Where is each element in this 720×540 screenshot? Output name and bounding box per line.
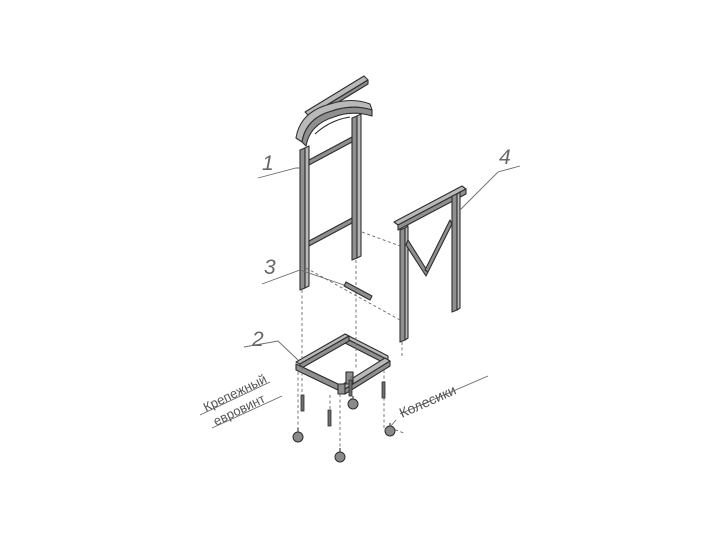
- right-post: [351, 115, 358, 261]
- euro-screws: [300, 379, 386, 427]
- wheel: [334, 448, 346, 463]
- wheel: [292, 428, 304, 443]
- lower-crossbar: [308, 217, 353, 247]
- rear-right-post: [451, 193, 458, 313]
- leader-wheels: [399, 375, 489, 415]
- leader-1: [257, 167, 300, 179]
- part-3-connecting-bar: [343, 281, 373, 301]
- euro-screw: [348, 379, 353, 397]
- leader-4: [459, 165, 521, 211]
- callout-4: 4: [499, 146, 511, 169]
- euro-screw: [300, 394, 305, 412]
- rear-left-post: [399, 227, 406, 343]
- leader-screw-1: [199, 381, 271, 416]
- wheel: [347, 396, 359, 410]
- part-1-front-frame: [295, 75, 373, 291]
- leader-lines: [199, 165, 521, 429]
- callout-2: 2: [251, 328, 264, 351]
- leader-3: [261, 269, 345, 286]
- callout-1: 1: [262, 152, 274, 175]
- euro-screw: [381, 381, 386, 399]
- wheels: [292, 396, 396, 463]
- connecting-bar: [343, 281, 373, 301]
- leader-screw-2: [211, 395, 283, 429]
- upper-crossbar: [308, 136, 353, 166]
- wheel: [384, 423, 396, 437]
- left-post: [299, 147, 306, 291]
- part-4-rear-frame: [393, 185, 467, 343]
- euro-screw: [327, 409, 332, 427]
- base-front-rail: [295, 363, 343, 393]
- label-wheels: Колесики: [397, 382, 459, 421]
- callout-3: 3: [264, 256, 276, 279]
- part-2-base-frame: [295, 333, 391, 395]
- leader-2: [243, 340, 299, 361]
